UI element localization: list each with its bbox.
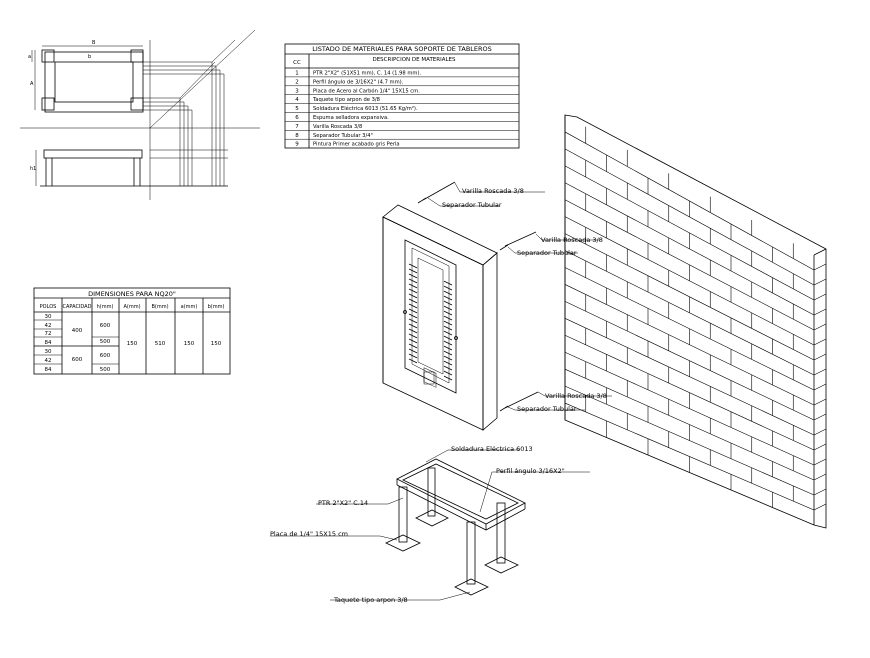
dimensions-table: DIMENSIONES PARA NQ20" POLOS CAPACIDAD h(m… [33, 287, 231, 375]
materials-header-desc: DESCRIPCION DE MATERIALES [372, 57, 456, 63]
callout-soldadura: Soldadura Eléctrica 6013 [451, 445, 533, 453]
dimensions-header: POLOS [40, 304, 57, 310]
support-stand [385, 458, 526, 596]
polos-value: 42 [45, 323, 52, 329]
label-A: A [30, 81, 34, 87]
brick-wall [564, 114, 827, 529]
callout-taquete: Taquete tipo arpon 3/8 [333, 596, 408, 604]
h-value-2: 500 [100, 339, 111, 345]
materials-row-number: 3 [295, 88, 299, 94]
materials-row-number: 1 [295, 71, 299, 77]
electrical-panel [382, 204, 498, 431]
materials-header-cc: CC [293, 60, 301, 66]
polos-value: 42 [45, 358, 52, 364]
dimensions-header: B(mm) [151, 304, 168, 310]
materials-row-number: 7 [295, 124, 299, 130]
polos-value: 84 [45, 340, 52, 346]
h-value-1: 600 [100, 323, 111, 329]
dimensions-header: CAPACIDAD [63, 304, 92, 310]
materials-row-description: Pintura Primer acabado gris Perla [313, 142, 400, 148]
callout-varilla-1: Varilla Roscada 3/8 [462, 187, 524, 195]
materials-row-number: 4 [295, 97, 299, 103]
capacidad-400: 400 [72, 328, 83, 334]
dimensions-header: b(mm) [208, 304, 225, 310]
callout-ptr: PTR 2"X2" C.14 [318, 499, 368, 507]
materials-row-number: 5 [295, 106, 299, 112]
materials-row-description: Espuma selladora expansiva. [313, 115, 389, 121]
callout-separador-3: Separador Tubular [517, 405, 577, 413]
dimensions-title: DIMENSIONES PARA NQ20" [88, 290, 176, 298]
label-h1: h1 [30, 166, 36, 172]
callout-placa: Placa de 1/4" 15X15 cm [270, 530, 348, 538]
materials-row-number: 8 [295, 133, 299, 139]
label-a: a [28, 54, 31, 60]
b-value: 150 [211, 341, 222, 347]
polos-value: 84 [45, 367, 52, 373]
capacidad-600: 600 [72, 357, 83, 363]
polos-value: 30 [45, 349, 52, 355]
materials-row-description: Separador Tubular 3/4" [313, 133, 373, 139]
label-B: B [92, 40, 96, 46]
h-value-4: 500 [100, 367, 111, 373]
materials-row-description: Perfil ángulo de 3/16X2" (4.7 mm). [313, 78, 404, 85]
callout-separador-1: Separador Tubular [442, 201, 502, 209]
materials-table: 1 PTR 2"X2" (51X51 mm), C. 14 (1.98 mm). 2… [284, 43, 520, 149]
polos-value: 72 [45, 331, 52, 337]
callout-varilla-3: Varilla Roscada 3/8 [545, 392, 607, 400]
threaded-rods [417, 181, 612, 412]
materials-row-number: 9 [295, 142, 299, 148]
plan-view: b a A B h1 [20, 29, 260, 200]
materials-row-number: 6 [295, 115, 299, 121]
callout-varilla-2: Varilla Roscada 3/8 [541, 236, 603, 244]
materials-row-description: Taquete tipo arpon de 3/8 [312, 97, 380, 103]
materials-row-description: Placa de Acero al Carbón 1/4" 15X15 cm. [313, 87, 420, 94]
materials-row-description: Varilla Roscada 3/8 [313, 124, 362, 130]
dimensions-header: a(mm) [181, 304, 198, 310]
callout-perfil: Perfil ángulo 3/16X2" [496, 467, 565, 475]
materials-row-description: PTR 2"X2" (51X51 mm), C. 14 (1.98 mm). [313, 71, 422, 77]
label-b: b [88, 54, 91, 60]
materials-row-description: Soldadura Eléctrica 6013 (51.65 Kg/m²). [313, 105, 418, 112]
callout-separador-2: Separador Tubular [517, 249, 577, 257]
a-value: 150 [184, 341, 195, 347]
materials-row-number: 2 [295, 79, 299, 85]
B-value: 510 [155, 341, 166, 347]
materials-title: LISTADO DE MATERIALES PARA SOPORTE DE TA… [312, 45, 492, 53]
dimensions-header: h(mm) [97, 304, 114, 310]
dimensions-header: A(mm) [123, 304, 140, 310]
h-value-3: 600 [100, 353, 111, 359]
A-value: 150 [127, 341, 138, 347]
polos-value: 30 [45, 314, 52, 320]
